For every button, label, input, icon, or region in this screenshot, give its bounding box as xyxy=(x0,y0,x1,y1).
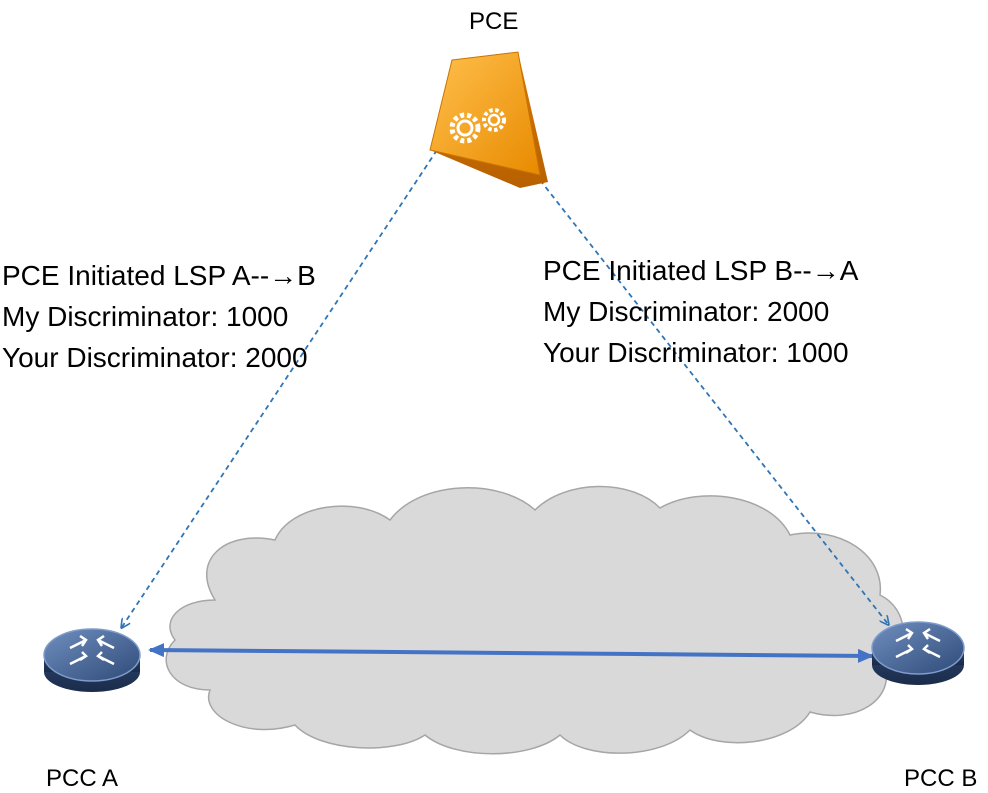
pce-server-icon xyxy=(429,51,548,188)
lsp-a-to-b-title: PCE Initiated LSP A--→B xyxy=(2,260,316,291)
router-pcc-b-icon xyxy=(871,621,965,685)
lsp-b-to-a-my-discriminator: My Discriminator: 2000 xyxy=(543,296,830,327)
pce-label: PCE xyxy=(469,8,519,35)
pcc-b-label: PCC B xyxy=(904,765,978,792)
network-cloud xyxy=(165,485,904,755)
router-pcc-a-icon xyxy=(43,628,141,692)
link-pcc-a-to-pcc-b xyxy=(148,643,874,663)
lsp-b-to-a-block: PCE Initiated LSP B--→A My Discriminator… xyxy=(543,250,858,373)
dashed-link-pce-to-pcc-b xyxy=(539,179,888,624)
lsp-a-to-b-my-discriminator: My Discriminator: 1000 xyxy=(2,301,289,332)
lsp-a-to-b-block: PCE Initiated LSP A--→B My Discriminator… xyxy=(2,255,316,378)
lsp-b-to-a-title: PCE Initiated LSP B--→A xyxy=(543,255,859,286)
lsp-a-to-b-your-discriminator: Your Discriminator: 2000 xyxy=(2,342,308,373)
pcc-a-label: PCC A xyxy=(46,765,119,792)
lsp-b-to-a-your-discriminator: Your Discriminator: 1000 xyxy=(543,337,849,368)
gears-icon xyxy=(449,108,506,144)
